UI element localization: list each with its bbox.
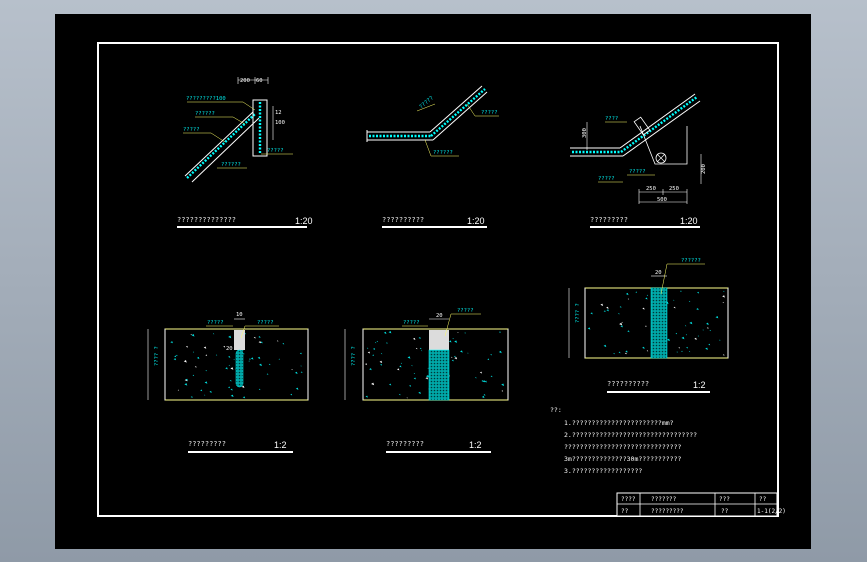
d1-dim-1: 200 [240, 78, 250, 84]
d3-dim-3: 250 [669, 186, 679, 192]
s1-callout-1: ????? [207, 320, 224, 326]
notes-heading: ??: [550, 406, 562, 414]
d1-callout-2: ?????? [195, 111, 215, 117]
s2-title: ????????? [386, 440, 424, 448]
section-1: 10 20 ????? ????? ???? ? ????????? 1:2 [147, 312, 309, 453]
s1-scale: 1:2 [274, 440, 287, 450]
d1-callout-3: ????? [183, 127, 200, 133]
detail-3: 300 250 250 500 200 ???? ????? ????? ???… [570, 93, 707, 228]
s3-scale: 1:2 [693, 380, 706, 390]
s3-fill-material [650, 287, 668, 359]
d2-callout-2: ????? [481, 110, 498, 116]
s3-thickness: ???? ? [575, 303, 581, 323]
tb-row1-3: ??? [719, 496, 730, 503]
tb-row1-4: ?? [759, 496, 767, 503]
d2-scale: 1:20 [467, 216, 485, 226]
note-line-4: 3m??????????????30m??????????? [564, 455, 681, 463]
d3-callout-2: ????? [598, 176, 615, 182]
title-block: ???? ??????? ??? ?? ?? ????????? ?? 1-1(… [616, 492, 786, 517]
d1-dim-4: 12 [275, 110, 282, 116]
tb-row2-3: ?? [721, 508, 729, 515]
s1-dim-2: 20 [226, 346, 233, 352]
d1-dim-2: 60 [256, 78, 263, 84]
tb-row1-1: ???? [621, 496, 636, 503]
note-line-2: 2.???????????????????????????????? [564, 431, 697, 439]
section-2: 20 ????? ????? ???? ? ????????? 1:2 [344, 308, 509, 453]
d3-callout-1: ???? [605, 116, 618, 122]
note-line-5: 3.?????????????????? [564, 467, 642, 475]
d2-callout-3: ?????? [433, 150, 453, 156]
d3-scale: 1:20 [680, 216, 698, 226]
d1-callout-4: ????? [267, 148, 284, 154]
s2-callout-2: ????? [457, 308, 474, 314]
notes-block: ??: 1.???????????????????????mm? 2.?????… [550, 406, 697, 475]
tb-row1-2: ??????? [651, 496, 677, 503]
d1-scale: 1:20 [295, 216, 313, 226]
note-line-3: ?????????????????????????????? [564, 443, 681, 451]
d1-callout-1: ?????????100 [186, 96, 226, 102]
d3-dim-5: 200 [701, 164, 707, 174]
s3-title: ?????????? [607, 380, 649, 388]
s2-dim-1: 20 [436, 313, 443, 319]
s2-thickness: ???? ? [351, 346, 357, 366]
drawing-canvas: 200 60 100 12 ?????????100 ?????? ????? … [55, 14, 811, 549]
detail-1: 200 60 100 12 ?????????100 ?????? ????? … [177, 77, 313, 228]
s2-scale: 1:2 [469, 440, 482, 450]
d3-title: ????????? [590, 216, 628, 224]
d2-callout-1: ????? [418, 95, 435, 110]
tb-row2-1: ?? [621, 508, 629, 515]
s3-dim-1: 20 [655, 270, 662, 276]
tb-row2-2: ????????? [651, 508, 684, 515]
cad-drawing: 200 60 100 12 ?????????100 ?????? ????? … [97, 42, 786, 517]
s2-callout-1: ????? [403, 320, 420, 326]
d3-dim-1: 300 [582, 128, 588, 138]
sheet-border [97, 42, 779, 517]
s2-filler [429, 330, 449, 350]
s1-callout-2: ????? [257, 320, 274, 326]
d3-dim-4: 500 [657, 197, 667, 203]
s1-filler [234, 330, 245, 350]
d3-dim-2: 250 [646, 186, 656, 192]
d1-dim-3: 100 [275, 120, 285, 126]
s2-fill-material [428, 349, 450, 401]
section-3: 20 ?????? ???? ? ?????????? 1:2 [568, 258, 729, 393]
s1-dim-1: 10 [236, 312, 243, 318]
s1-title: ????????? [188, 440, 226, 448]
s1-backer-rod [235, 349, 244, 388]
d1-title: ?????????????? [177, 216, 236, 224]
tb-drawing-number: 1-1(2/2) [757, 508, 786, 515]
s3-callout-1: ?????? [681, 258, 701, 264]
detail-2: ????? ????? ?????? ?????????? 1:20 [366, 85, 499, 228]
d1-callout-5: ?????? [221, 162, 241, 168]
note-line-1: 1.???????????????????????mm? [564, 419, 674, 427]
s1-thickness: ???? ? [154, 346, 160, 366]
d3-callout-3: ????? [629, 169, 646, 175]
concrete-hatch [170, 332, 303, 399]
d2-title: ?????????? [382, 216, 424, 224]
